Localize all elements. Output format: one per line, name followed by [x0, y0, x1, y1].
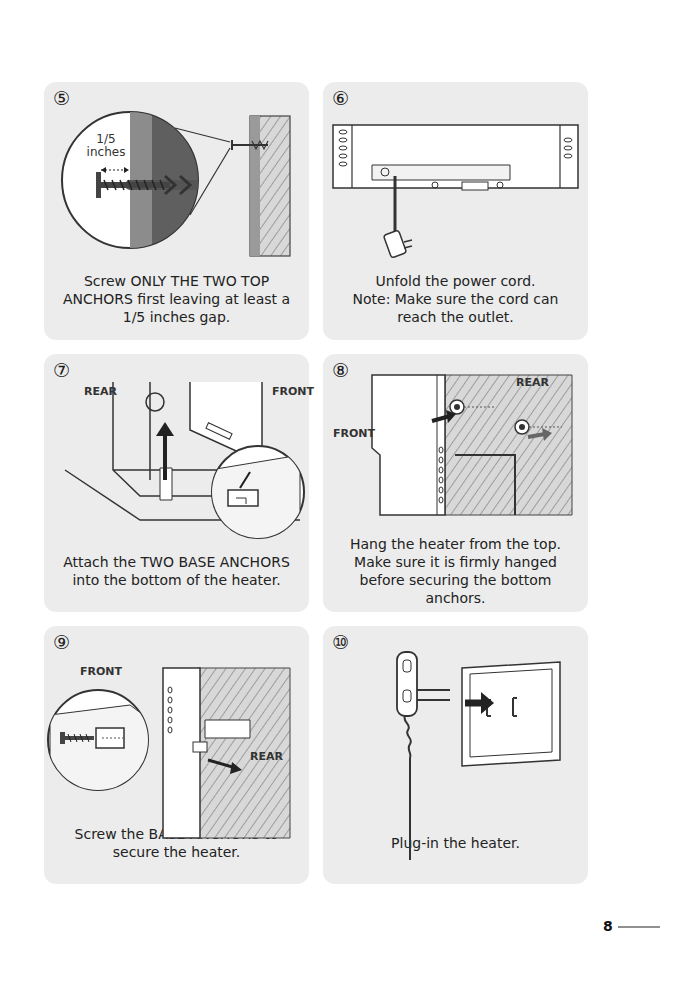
- part-label: REAR: [84, 385, 117, 398]
- step-panel: ⑥ Unfold the power cord.Note: Make sure t…: [323, 82, 588, 340]
- step-number: ⑥: [332, 89, 349, 108]
- step-caption: Note: Make sure the cord can reach the o…: [337, 290, 574, 326]
- page-number: 8: [603, 918, 613, 934]
- part-label: REAR: [516, 376, 549, 389]
- caption-area: Unfold the power cord.Note: Make sure th…: [337, 260, 574, 338]
- step-caption: Hang the heater from the top. Make sure …: [337, 535, 574, 608]
- part-label: FRONT: [80, 665, 122, 678]
- caption-area: Attach the TWO BASE ANCHORS into the bot…: [58, 532, 295, 610]
- caption-area: Screw ONLY THE TWO TOP ANCHORS first lea…: [58, 260, 295, 338]
- step-number: ⑦: [53, 361, 70, 380]
- step-panel: ⑧ Hang the heater from the top. Make sure…: [323, 354, 588, 612]
- step-panel: ⑩ Plug-in the heater.: [323, 626, 588, 884]
- part-label: FRONT: [272, 385, 314, 398]
- caption-area: Plug-in the heater.: [337, 804, 574, 882]
- step-panel: ⑤ Screw ONLY THE TWO TOP ANCHORS first le…: [44, 82, 309, 340]
- step-caption: Attach the TWO BASE ANCHORS into the bot…: [58, 553, 295, 589]
- step-caption: Plug-in the heater.: [391, 834, 520, 852]
- step-caption: Unfold the power cord.: [375, 272, 535, 290]
- step-number: ⑩: [332, 633, 349, 652]
- caption-area: Screw the BASE ANCHORS to secure the hea…: [58, 804, 295, 882]
- part-label: FRONT: [333, 427, 375, 440]
- step-caption: Screw the BASE ANCHORS to secure the hea…: [58, 825, 295, 861]
- part-label: 1/5 inches: [84, 133, 128, 159]
- step-caption: Screw ONLY THE TWO TOP ANCHORS first lea…: [58, 272, 295, 327]
- part-label: REAR: [250, 750, 283, 763]
- step-number: ⑤: [53, 89, 70, 108]
- step-number: ⑧: [332, 361, 349, 380]
- step-number: ⑨: [53, 633, 70, 652]
- caption-area: Hang the heater from the top. Make sure …: [337, 532, 574, 610]
- page-rule: [618, 927, 660, 928]
- step-panel: ⑦ Attach the TWO BASE ANCHORS into the bo…: [44, 354, 309, 612]
